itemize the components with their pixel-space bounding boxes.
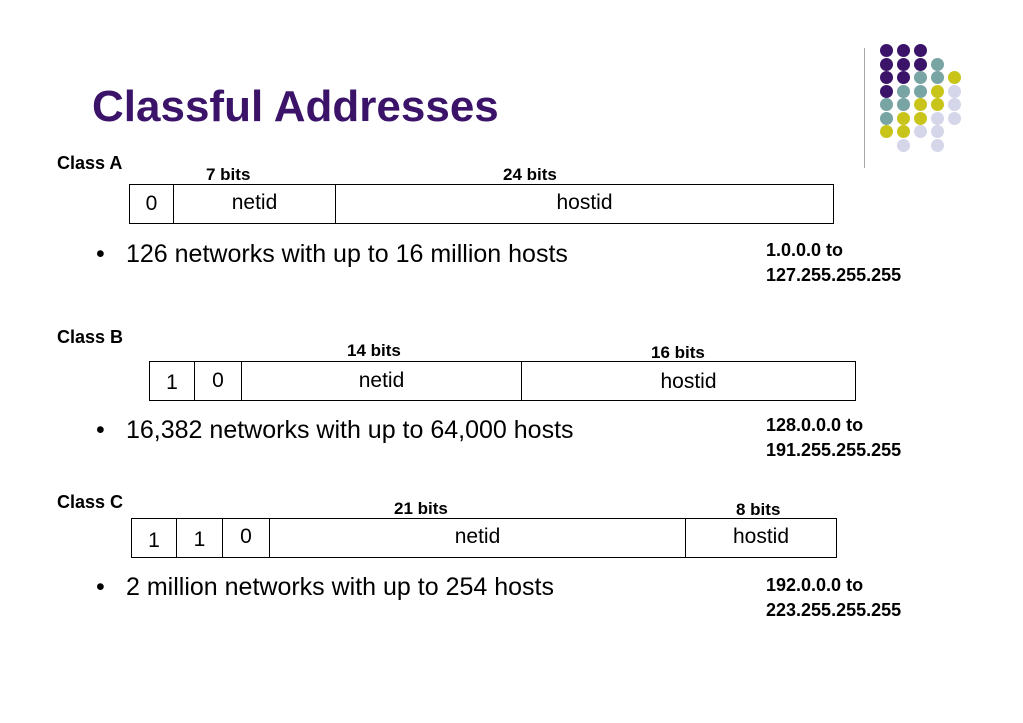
decorative-dot	[880, 71, 893, 84]
class-c-bullet: • 2 million networks with up to 254 hosts	[96, 573, 554, 602]
class-a-label: Class A	[57, 153, 123, 173]
class-b-hostid-bits: 16 bits	[651, 343, 705, 362]
decorative-dot	[914, 111, 927, 125]
class-c-range: 192.0.0.0 to 223.255.255.255	[766, 573, 901, 623]
bullet-marker: •	[96, 416, 105, 444]
class-c-address-fields: 1 1 0 netid hostid	[131, 518, 837, 558]
class-c-bit-1a: 1	[132, 519, 177, 557]
decorative-dot	[914, 98, 927, 111]
class-c-netid-cell: netid	[270, 519, 686, 557]
decorative-dot	[897, 84, 910, 98]
class-b-netid-cell: netid	[242, 362, 522, 400]
class-b-range: 128.0.0.0 to 191.255.255.255	[766, 413, 901, 463]
decorative-dot	[931, 84, 944, 98]
class-a-bullet: • 126 networks with up to 16 million host…	[96, 240, 568, 269]
decorative-dot	[931, 71, 944, 84]
class-b-hostid-cell: hostid	[660, 370, 717, 393]
decorative-dot	[914, 44, 927, 57]
decorative-dot	[948, 84, 961, 98]
decorative-dot	[880, 111, 893, 125]
class-c-bit-1b: 1	[177, 519, 223, 557]
class-b-bit-0: 0	[195, 362, 242, 400]
class-c-label: Class C	[57, 492, 124, 512]
decorative-dot	[880, 98, 893, 111]
decorative-divider	[864, 48, 865, 168]
decorative-dot-grid	[880, 44, 980, 154]
decorative-dot	[914, 57, 927, 71]
class-a-range-end: 127.255.255.255	[766, 265, 902, 285]
class-a-hostid-bits: 24 bits	[503, 165, 557, 184]
decorative-dot	[948, 111, 961, 125]
class-b-range-start: 128.0.0.0 to	[766, 415, 864, 435]
class-c-hostid-cell: hostid	[732, 525, 790, 548]
class-a-address-fields: 0 netid hostid	[129, 184, 834, 224]
class-b-bullet: • 16,382 networks with up to 64,000 hosts	[96, 416, 574, 445]
class-b-bullet-text: 16,382 networks with up to 64,000 hosts	[126, 416, 574, 444]
class-a-netid-bits: 7 bits	[206, 165, 251, 184]
decorative-dot	[897, 71, 910, 84]
decorative-dot	[914, 125, 927, 138]
decorative-dot	[897, 98, 910, 111]
decorative-dot	[897, 125, 910, 138]
class-c-range-start: 192.0.0.0 to	[766, 575, 864, 595]
class-c-netid-bits: 21 bits	[394, 499, 448, 518]
decorative-dot	[880, 57, 893, 71]
decorative-dot	[897, 57, 910, 71]
class-a-hostid-cell: hostid	[556, 191, 613, 214]
decorative-dot	[897, 138, 910, 152]
class-b-address-fields: 1 0 netid hostid	[149, 361, 856, 401]
class-c-hostid-bits: 8 bits	[736, 500, 781, 519]
class-a-bullet-text: 126 networks with up to 16 million hosts	[126, 240, 568, 268]
class-a-range-start: 1.0.0.0 to	[766, 240, 844, 260]
decorative-dot	[914, 84, 927, 98]
class-c-bit-0: 0	[223, 519, 270, 557]
decorative-dot	[931, 98, 944, 111]
class-b-netid-bits: 14 bits	[347, 341, 401, 360]
class-c-bullet-text: 2 million networks with up to 254 hosts	[126, 573, 554, 601]
decorative-dot	[948, 98, 961, 111]
class-b-label: Class B	[57, 327, 124, 347]
class-a-netid-cell: netid	[174, 185, 336, 223]
class-b-range-end: 191.255.255.255	[766, 440, 902, 460]
decorative-dot	[880, 44, 893, 57]
decorative-dot	[897, 44, 910, 57]
bullet-marker: •	[96, 573, 105, 601]
decorative-dot	[931, 111, 944, 125]
decorative-dot	[897, 111, 910, 125]
class-a-range: 1.0.0.0 to 127.255.255.255	[766, 238, 901, 288]
bullet-marker: •	[96, 240, 105, 268]
decorative-dot	[948, 71, 961, 84]
decorative-dot	[880, 125, 893, 138]
decorative-dot	[914, 71, 927, 84]
slide-title: Classful Addresses	[92, 82, 499, 131]
class-c-range-end: 223.255.255.255	[766, 600, 902, 620]
class-a-bit-0: 0	[130, 185, 174, 223]
decorative-dot	[931, 125, 944, 138]
decorative-dot	[931, 57, 944, 71]
class-b-bit-1: 1	[150, 362, 195, 400]
decorative-dot	[931, 138, 944, 152]
decorative-dot	[880, 84, 893, 98]
